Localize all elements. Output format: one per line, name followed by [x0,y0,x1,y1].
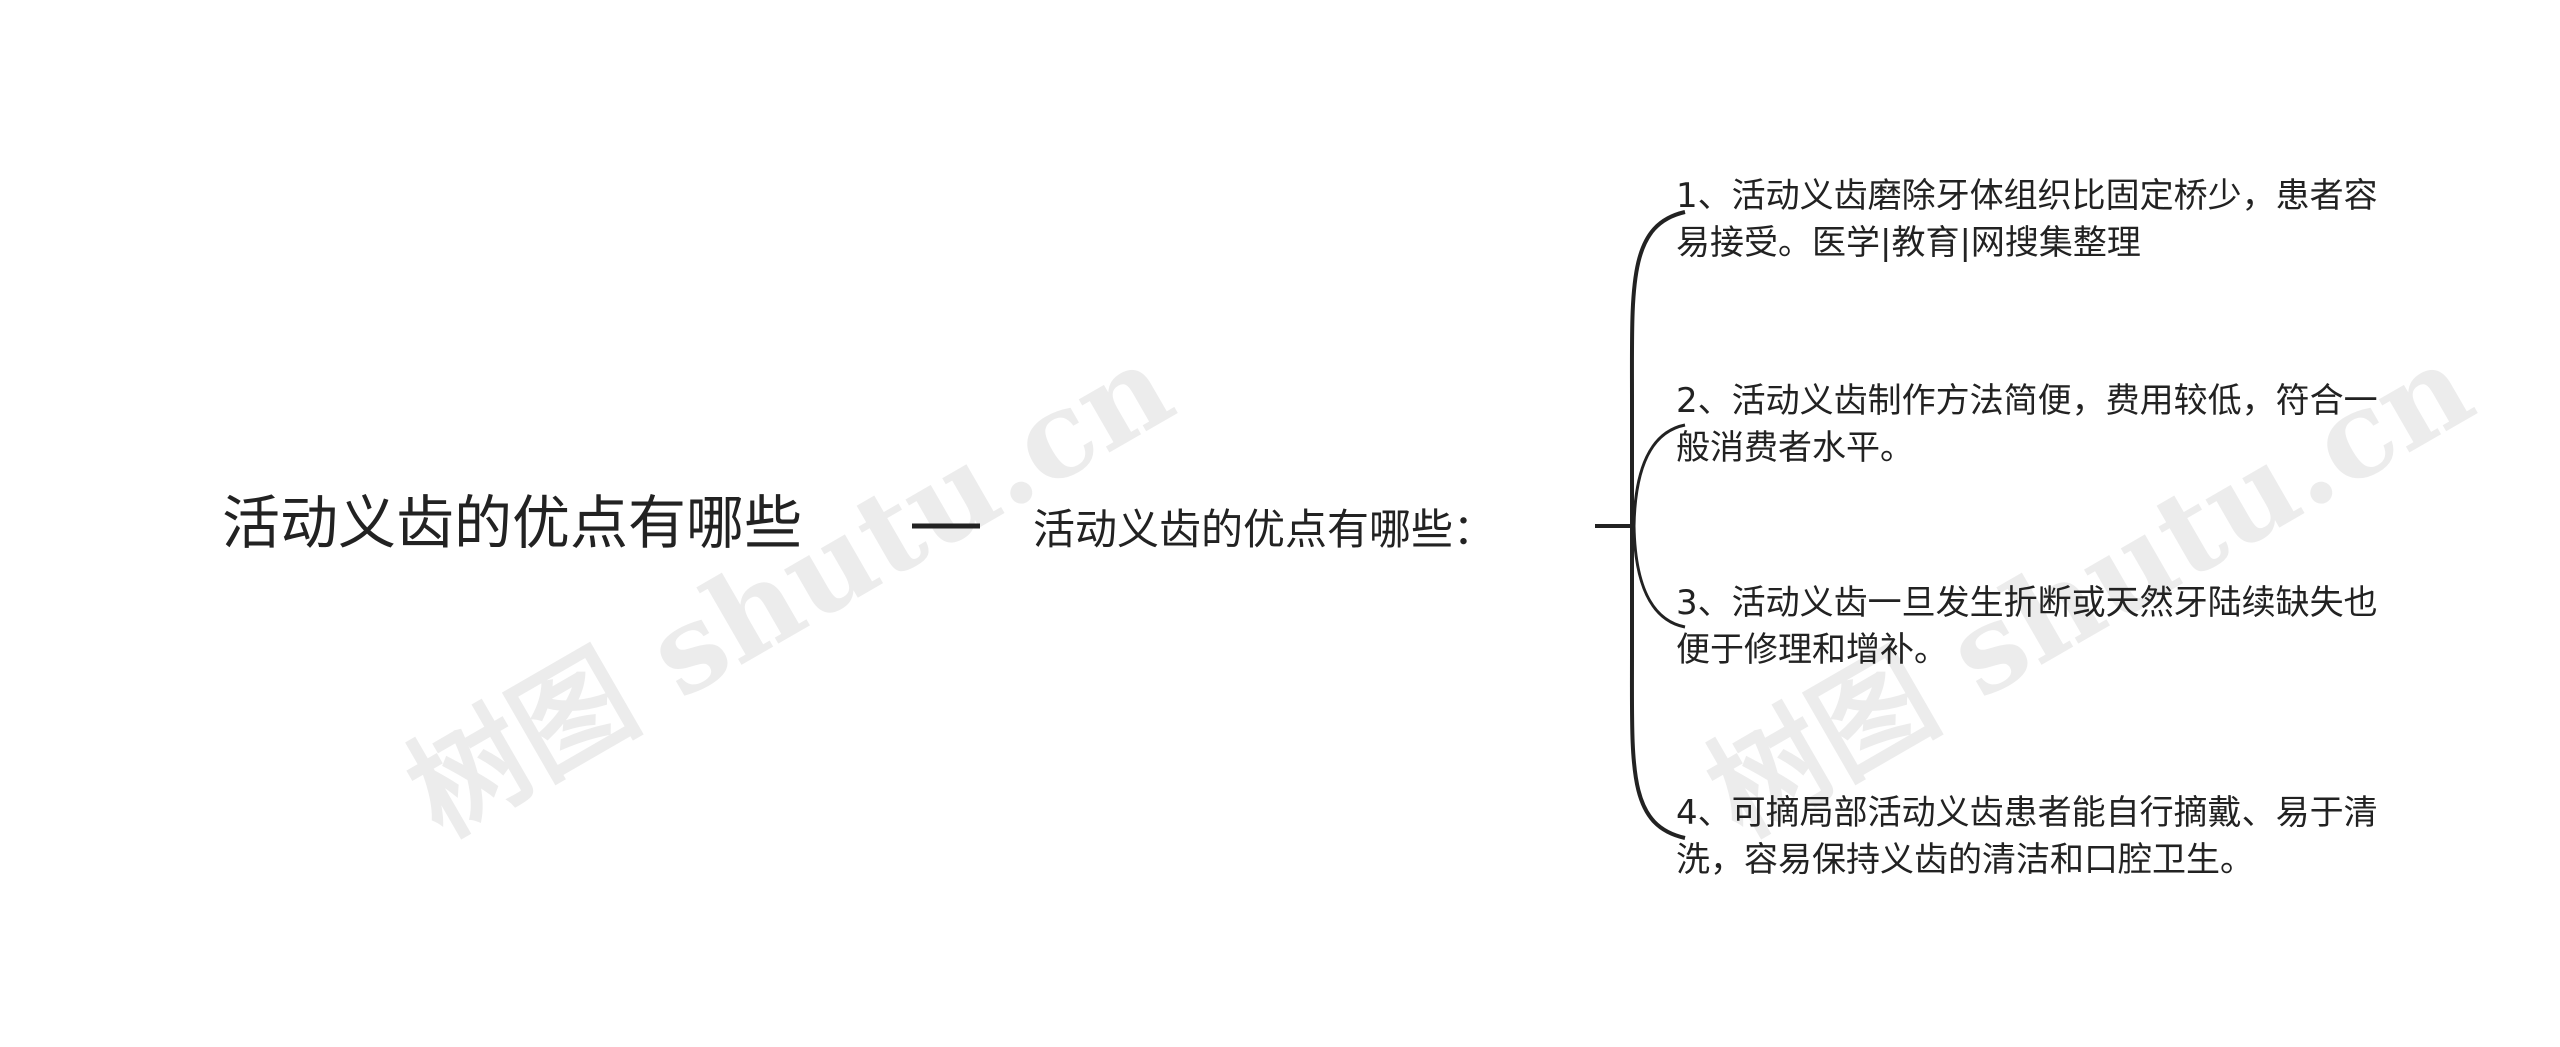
leaf-text: 1、活动义齿磨除牙体组织比固定桥少，患者容易接受。医学|教育|网搜集整理 [1676,176,2378,263]
leaf-item-1[interactable]: 1、活动义齿磨除牙体组织比固定桥少，患者容易接受。医学|教育|网搜集整理 [1676,173,2396,267]
leaf-text: 3、活动义齿一旦发生折断或天然牙陆续缺失也便于修理和增补。 [1676,583,2378,670]
root-topic[interactable]: 活动义齿的优点有哪些 [222,489,803,557]
leaf-item-4[interactable]: 4、可摘局部活动义齿患者能自行摘戴、易于清洗，容易保持义齿的清洁和口腔卫生。 [1676,790,2396,884]
brace-tick-item-2 [1632,423,1686,527]
leaf-item-3[interactable]: 3、活动义齿一旦发生折断或天然牙陆续缺失也便于修理和增补。 [1676,580,2396,674]
leaf-item-2[interactable]: 2、活动义齿制作方法简便，费用较低，符合一般消费者水平。 [1676,378,2396,472]
brace-connector [1629,210,1686,840]
leaf-text: 4、可摘局部活动义齿患者能自行摘戴、易于清洗，容易保持义齿的清洁和口腔卫生。 [1676,793,2378,880]
branch-topic[interactable]: 活动义齿的优点有哪些： [1033,505,1496,554]
brace-tick-item-3 [1632,525,1686,629]
leaf-text: 2、活动义齿制作方法简便，费用较低，符合一般消费者水平。 [1676,381,2378,468]
